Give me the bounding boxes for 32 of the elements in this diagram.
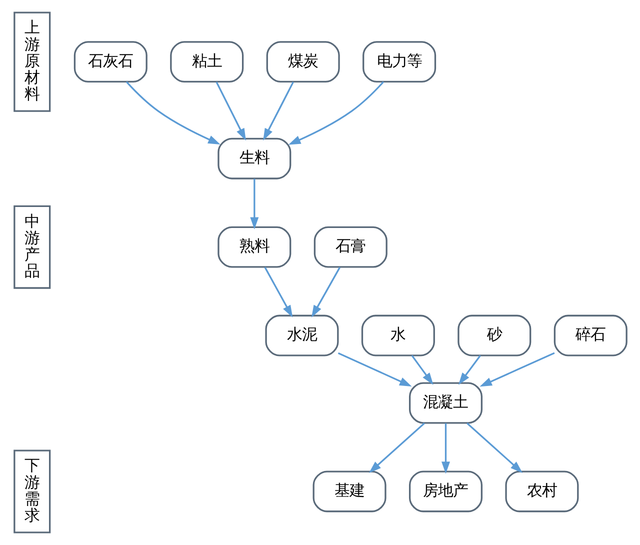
node-box: 农村 [504, 470, 578, 512]
node-box: 砂 [457, 314, 531, 356]
arrow [215, 82, 246, 141]
node-box: 下游需求 [13, 450, 50, 534]
arrow [479, 352, 554, 387]
node-box: 上游原材料 [13, 12, 50, 112]
arrow [368, 422, 424, 473]
node-box: 熟料 [217, 226, 291, 268]
arrow [440, 423, 450, 474]
node-box: 煤炭 [266, 41, 340, 83]
node-box: 基建 [312, 470, 386, 512]
arrow [311, 266, 340, 318]
node-box: 石膏 [313, 226, 387, 268]
arrow [458, 355, 480, 385]
node-box: 混凝土 [408, 382, 482, 424]
arrow [125, 81, 220, 144]
node-box: 水 [360, 314, 434, 356]
arrow [466, 422, 522, 473]
arrow [410, 355, 433, 385]
arrow [262, 82, 294, 141]
node-box: 碎石 [553, 314, 627, 356]
arrow [250, 178, 258, 230]
node-box: 中游产品 [13, 205, 50, 289]
arrow [337, 352, 412, 386]
arrow [288, 81, 384, 145]
node-box: 水泥 [264, 314, 338, 356]
node-box: 电力等 [362, 41, 436, 83]
node-box: 粘土 [170, 41, 244, 83]
node-box: 生料 [217, 138, 291, 180]
node-box: 石灰石 [73, 41, 147, 83]
arrow [264, 266, 292, 318]
node-box: 房地产 [408, 470, 482, 512]
